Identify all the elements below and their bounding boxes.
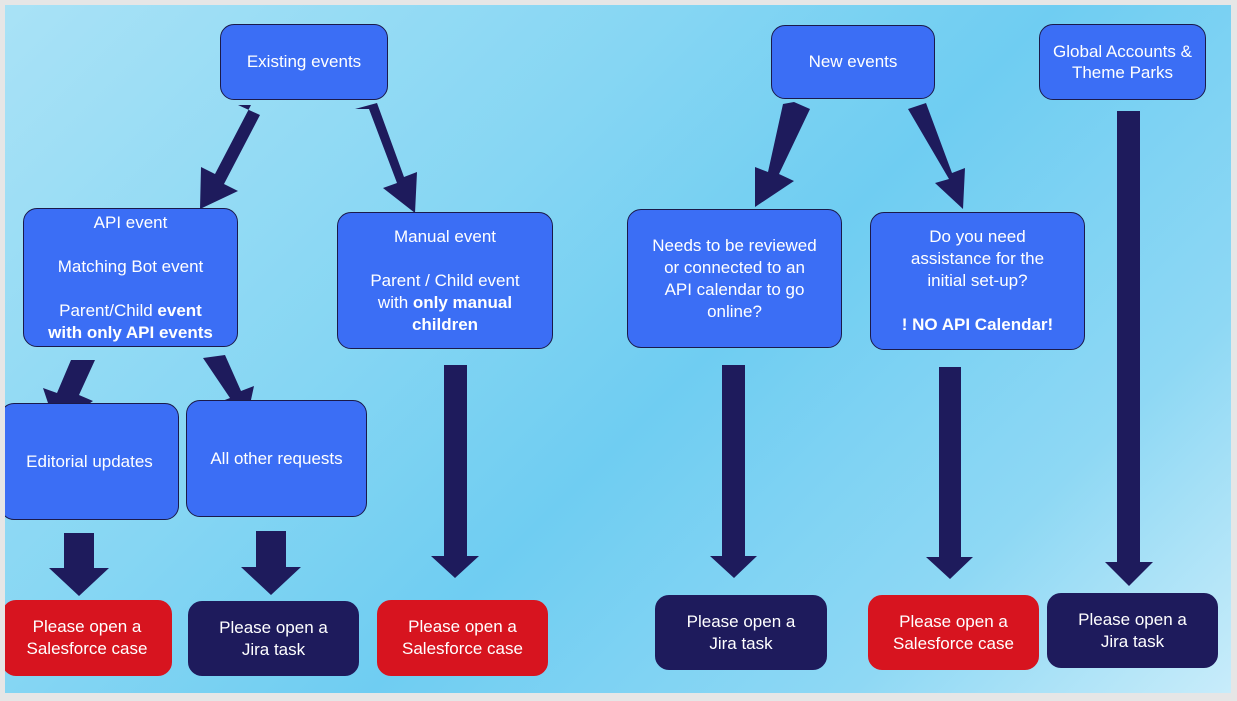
outcome-jira-review-line2: Jira task [709,633,773,653]
node-all-other-requests: All other requests [186,400,367,517]
node-manual-event: Manual event Parent / Child event with o… [337,212,553,349]
node-api-event-line2: Matching Bot event [57,256,204,276]
arrow-manual-to-salesforce [431,365,479,578]
node-assistance-line3: initial set-up? [927,271,1028,290]
arrow-new-to-assistance [908,103,965,209]
outcome-jira-global-line1: Please open a [1078,609,1187,629]
arrow-existing-to-manual [355,103,417,213]
arrow-new-to-review [755,102,810,207]
outcome-salesforce-manual-line1: Please open a [408,617,517,636]
outcome-salesforce-assistance-line1: Please open a [899,611,1008,631]
outcome-jira-other-line2: Jira task [241,639,306,659]
node-manual-event-line3-bold: only manual [412,292,513,312]
node-assistance: Do you need assistance for the initial s… [870,212,1085,350]
node-global-accounts-line1: Global Accounts & [1053,42,1192,61]
node-needs-review: Needs to be reviewed or connected to an … [627,209,842,348]
node-global-accounts-line2: Theme Parks [1071,63,1174,82]
node-editorial-updates: Editorial updates [5,403,179,520]
outcome-salesforce-editorial-line2: Salesforce case [26,639,148,658]
node-all-other-requests-label: All other requests [210,448,343,468]
outcome-salesforce-editorial: Please open a Salesforce case [5,600,172,676]
outcome-jira-other-line1: Please open a [219,617,328,637]
arrow-assistance-to-salesforce [926,367,973,579]
node-assistance-line2: assistance for the [910,249,1045,268]
outcome-jira-review: Please open a Jira task [655,595,827,670]
node-api-event-line4-bold: with only API events [48,322,213,342]
node-needs-review-line3: API calendar to go [664,279,805,299]
node-manual-event-line1: Manual event [393,226,497,246]
node-new-events-label: New events [808,52,898,71]
arrow-other-to-jira [241,531,301,595]
node-existing-events-label: Existing events [246,52,362,71]
arrow-existing-to-api [200,105,260,209]
node-editorial-updates-label: Editorial updates [26,451,153,471]
outcome-salesforce-assistance: Please open a Salesforce case [868,595,1039,670]
node-manual-event-line2: Parent / Child event [370,270,520,290]
node-assistance-line1: Do you need [929,227,1026,246]
node-api-event-line3-regular: Parent/Child [59,300,158,320]
outcome-salesforce-manual: Please open a Salesforce case [377,600,548,676]
node-needs-review-line4: online? [707,301,762,321]
node-existing-events: Existing events [220,24,388,100]
outcome-salesforce-assistance-line2: Salesforce case [893,633,1014,653]
node-assistance-warning: ! NO API Calendar! [901,315,1054,334]
node-manual-event-line4-bold: children [411,314,479,334]
flowchart-canvas: Existing events New events Global Accoun… [5,5,1231,693]
arrow-editorial-to-salesforce [49,533,109,596]
node-api-event-line3-bold: event [157,300,202,320]
outcome-jira-review-line1: Please open a [686,611,796,631]
node-api-event: API event Matching Bot event Parent/Chil… [23,208,238,347]
node-global-accounts: Global Accounts & Theme Parks [1039,24,1206,100]
node-needs-review-line2: or connected to an [664,257,805,277]
outcome-jira-global-line2: Jira task [1100,631,1165,651]
arrows-layer [43,102,1153,596]
outcome-jira-other: Please open a Jira task [188,601,359,676]
outcome-jira-global: Please open a Jira task [1047,593,1218,668]
node-manual-event-line3-regular: with [377,292,413,312]
arrow-global-to-jira [1105,111,1153,586]
node-needs-review-line1: Needs to be reviewed [652,235,817,255]
outcome-salesforce-editorial-line1: Please open a [32,617,142,636]
node-new-events: New events [771,25,935,99]
arrow-review-to-jira [710,365,757,578]
node-api-event-line1: API event [93,212,168,232]
outcome-salesforce-manual-line2: Salesforce case [402,639,523,658]
